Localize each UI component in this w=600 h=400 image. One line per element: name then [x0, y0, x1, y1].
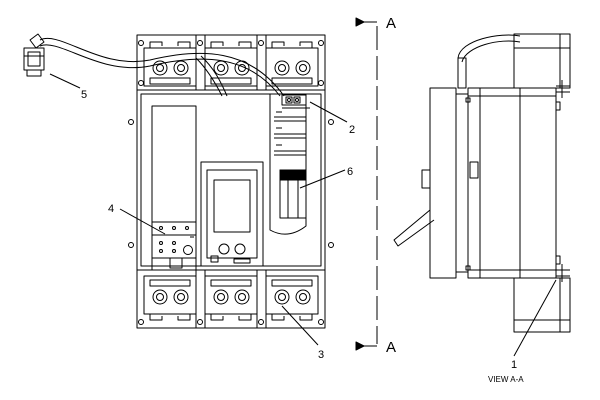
section-line	[355, 17, 378, 351]
bottom-terminal-block	[136, 269, 326, 329]
top-terminal-block	[136, 34, 326, 91]
callout-1: 1	[511, 359, 517, 371]
side-view	[393, 33, 571, 333]
wiring-harness	[39, 37, 285, 97]
accessory-compartment	[269, 94, 310, 235]
plug-connector	[23, 33, 45, 77]
trip-unit	[151, 105, 197, 271]
callout-6: 6	[347, 166, 353, 178]
callout-3: 3	[318, 349, 324, 361]
callout-5: 5	[81, 89, 87, 101]
leader-lines	[49, 73, 557, 357]
callout-2: 2	[349, 124, 355, 136]
callout-4: 4	[108, 203, 114, 215]
front-view	[23, 33, 334, 329]
section-mark-bottom: A	[386, 339, 396, 356]
section-mark-top: A	[386, 15, 396, 32]
view-caption: VIEW A-A	[488, 375, 524, 384]
operating-handle	[200, 161, 264, 267]
